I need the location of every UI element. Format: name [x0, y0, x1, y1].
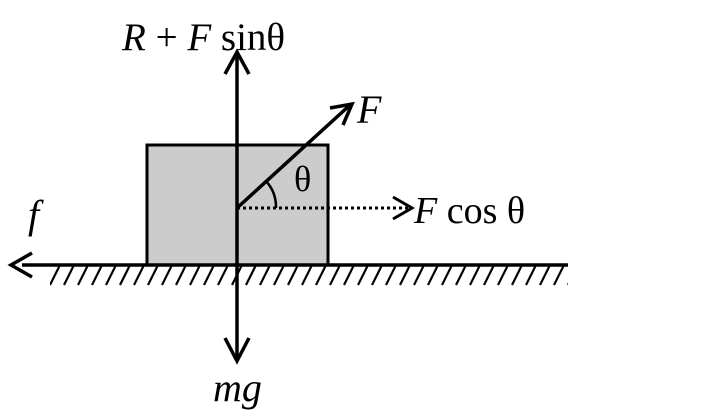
ground-hatching: [50, 264, 568, 286]
horizontal-component-arrowhead: [392, 195, 415, 221]
angle-arc: [265, 180, 278, 209]
weight-arrowhead: [223, 337, 251, 365]
normal-force-label: R + F sinθ: [121, 16, 285, 59]
angle-label: θ: [294, 159, 311, 199]
friction-label: f: [28, 192, 44, 237]
normal-force-arrowhead: [223, 48, 251, 75]
applied-force-arrowhead: [329, 101, 355, 126]
applied-force-label: F: [356, 87, 382, 132]
friction-arrowhead: [7, 251, 33, 279]
weight-label: mg: [213, 365, 262, 410]
horizontal-component-label: F cos θ: [413, 190, 525, 232]
applied-force-arrow: [235, 103, 352, 210]
